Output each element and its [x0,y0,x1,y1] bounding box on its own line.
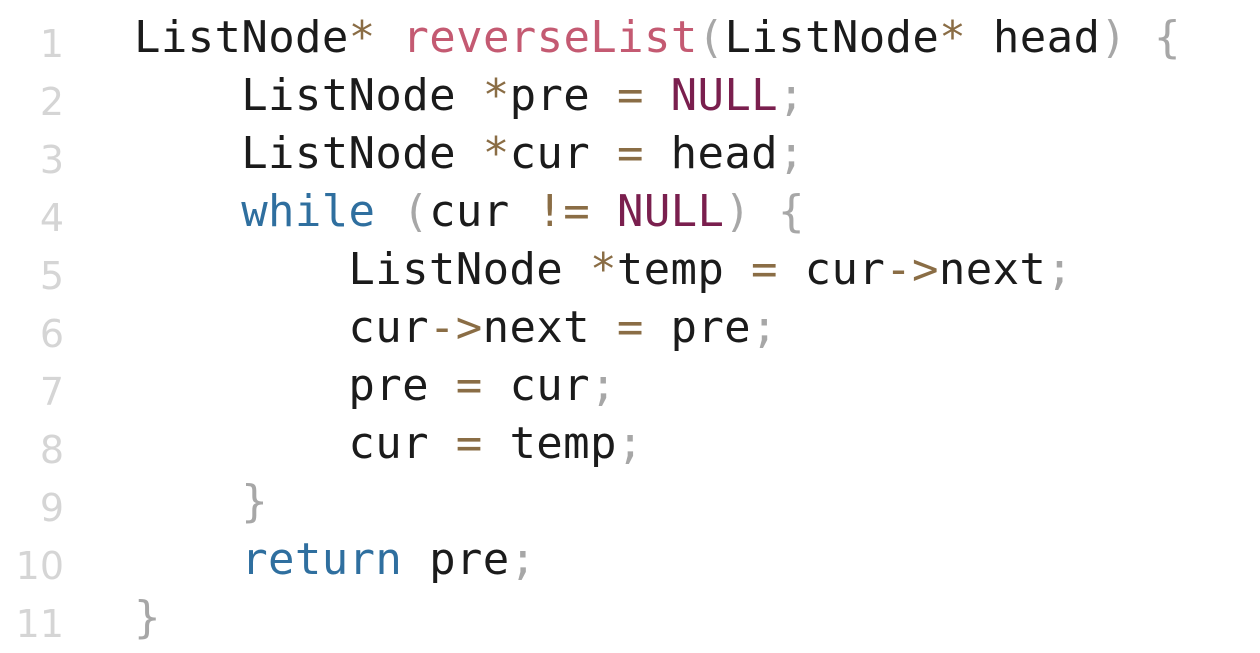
code-token-plain: next [938,244,1047,295]
line-number: 3 [39,138,64,182]
code-token-punct: ; [1046,244,1074,295]
code-token-op: * [482,128,510,179]
code-token-plain [644,70,671,121]
line-number: 8 [39,428,64,472]
code-token-plain: pre [348,360,456,411]
code-line[interactable]: 8 cur = temp; [0,415,1260,473]
code-token-plain: head [966,12,1101,63]
code-line[interactable]: 7 pre = cur; [0,357,1260,415]
line-number: 2 [39,80,64,124]
code-text: cur->next = pre; [348,299,777,357]
code-token-plain [376,12,403,63]
code-token-plain [590,186,617,237]
code-token-punct: ; [589,360,617,411]
line-number: 6 [39,312,64,356]
code-token-plain: temp [616,244,751,295]
code-token-punct: ( [697,12,725,63]
line-number: 11 [15,602,64,646]
line-number: 5 [39,254,64,298]
code-token-plain: cur [482,360,590,411]
code-token-punct: { [751,186,805,237]
line-number: 1 [39,22,64,66]
code-line[interactable]: 9} [0,473,1260,531]
code-token-plain: head [643,128,779,179]
code-token-plain: ListNode [348,244,590,295]
code-text: ListNode *pre = NULL; [241,67,805,125]
code-token-punct: ; [778,70,805,121]
code-token-punct: } [241,476,269,527]
code-token-punct: ) [1100,12,1128,63]
code-token-plain [375,186,402,237]
code-token-func: reverseList [402,12,698,63]
code-line[interactable]: 5 ListNode *temp = cur->next; [0,241,1260,299]
code-text: } [134,589,161,647]
code-token-plain: ListNode [241,70,483,121]
code-line[interactable]: 6 cur->next = pre; [0,299,1260,357]
code-token-const: NULL [616,186,725,237]
code-token-op: = [616,70,644,121]
code-token-plain: ListNode [724,12,940,63]
code-token-punct: { [1127,12,1181,63]
code-text: pre = cur; [348,357,616,415]
code-line[interactable]: 11} [0,589,1260,647]
code-token-plain: cur [509,128,617,179]
code-token-op: -> [428,302,483,353]
code-token-punct: ) [724,186,752,237]
code-token-plain: cur [429,186,537,237]
code-token-op: = [751,244,778,295]
code-token-plain: cur [348,302,429,353]
code-token-plain: cur [777,244,886,295]
code-token-const: NULL [670,70,779,121]
code-token-op: * [348,12,376,63]
code-token-op: * [589,244,617,295]
code-text: return pre; [241,531,536,589]
code-token-op: * [482,70,510,121]
code-token-plain: next [482,302,617,353]
code-token-punct: } [134,592,161,643]
line-number: 9 [39,486,64,530]
code-line[interactable]: 3 ListNode *cur = head; [0,125,1260,183]
code-token-op: = [455,360,483,411]
code-token-plain: pre [402,534,510,585]
code-token-punct: ; [778,128,805,179]
code-token-op: = [616,302,644,353]
code-token-punct: ; [751,302,778,353]
code-line[interactable]: 4 while (cur != NULL) { [0,183,1260,241]
code-text: ListNode *cur = head; [241,125,805,183]
line-number: 4 [39,196,64,240]
code-token-op: * [939,12,967,63]
code-token-plain: pre [509,70,617,121]
line-number: 10 [15,544,64,588]
code-token-plain: ListNode [241,128,483,179]
code-token-op: != [536,186,591,237]
code-token-plain: temp [482,418,617,469]
code-token-punct: ; [509,534,537,585]
code-text: cur = temp; [348,415,643,473]
code-text: ListNode* reverseList(ListNode* head) { [134,9,1181,67]
code-text: } [241,473,268,531]
code-token-op: = [616,128,644,179]
code-token-op: -> [885,244,939,295]
line-number: 7 [39,370,64,414]
code-token-keyword: return [241,534,403,585]
code-token-keyword: while [241,186,376,237]
code-token-op: = [455,418,483,469]
code-token-plain: ListNode [134,12,349,63]
code-token-plain: pre [643,302,752,353]
code-token-punct: ( [402,186,430,237]
code-line[interactable]: 10 return pre; [0,531,1260,589]
code-token-plain: cur [348,418,456,469]
code-token-punct: ; [616,418,644,469]
code-line[interactable]: 2 ListNode *pre = NULL; [0,67,1260,125]
code-text: while (cur != NULL) { [241,183,805,241]
code-text: ListNode *temp = cur->next; [348,241,1073,299]
